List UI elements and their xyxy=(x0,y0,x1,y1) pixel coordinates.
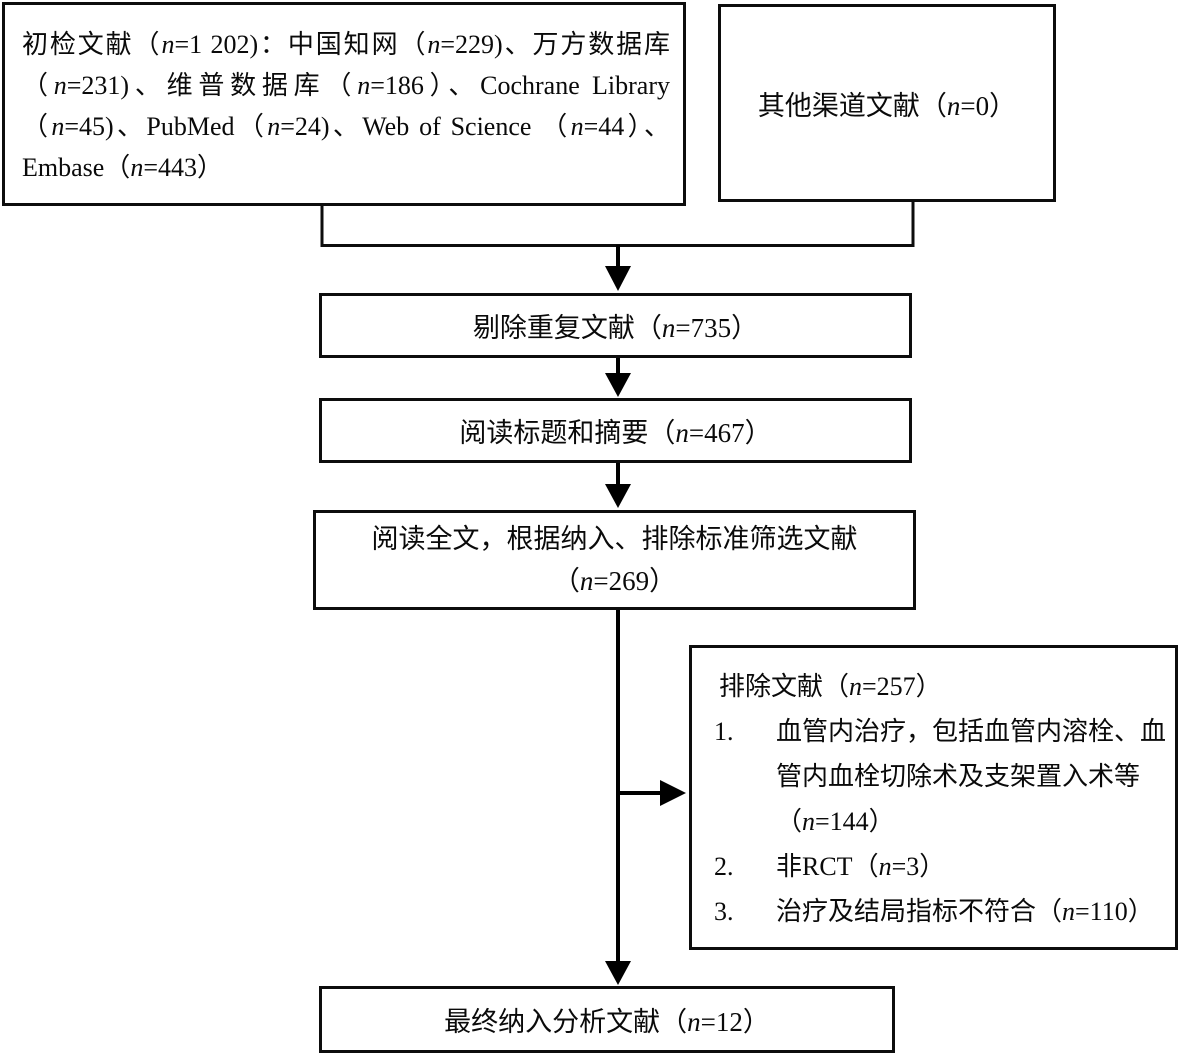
arrow-to-fulltext-box xyxy=(605,463,631,508)
initial-records-line-3: （n=45)、PubMed（n=24)、Web of Science （n=44… xyxy=(22,112,670,141)
title-abstract-label: 阅读标题和摘要（n=467） xyxy=(459,418,772,448)
initial-records-line-4: Embase（n=443） xyxy=(22,153,223,182)
duplicates-removed-label: 剔除重复文献（n=735） xyxy=(472,313,759,343)
arrow-to-excluded-box xyxy=(618,780,686,806)
fulltext-label-line-2: （n=269） xyxy=(552,566,677,596)
arrowhead-down-icon xyxy=(605,484,631,508)
excluded-item-3: 3. 治疗及结局指标不符合（n=110） xyxy=(714,889,1175,934)
arrowhead-down-icon xyxy=(605,961,631,985)
arrowhead-down-icon xyxy=(605,373,631,397)
initial-records-line-2: （n=231)、维普数据库（n=186）、Cochrane Library xyxy=(22,71,670,100)
excluded-title: 排除文献（n=257） xyxy=(719,672,942,701)
merge-connector-line xyxy=(320,202,915,247)
initial-records-line-1: 初检文献（n=1 202)：中国知网（n=229)、万方数据库 xyxy=(22,30,670,59)
box-excluded-studies: 排除文献（n=257） 1. 血管内治疗，包括血管内溶栓、血管内血栓切除术及支架… xyxy=(689,645,1178,950)
fulltext-label-line-1: 阅读全文，根据纳入、排除标准筛选文献 xyxy=(371,524,858,554)
box-initial-records: 初检文献（n=1 202)：中国知网（n=229)、万方数据库 （n=231)、… xyxy=(2,2,686,206)
box-fulltext-screening: 阅读全文，根据纳入、排除标准筛选文献 （n=269） xyxy=(313,510,916,610)
excluded-item-3-text: 治疗及结局指标不符合（n=110） xyxy=(776,897,1154,926)
box-duplicates-removed: 剔除重复文献（n=735） xyxy=(319,293,912,358)
excluded-item-2: 2. 非RCT（n=3） xyxy=(714,844,1175,889)
excluded-item-3-number: 3. xyxy=(714,897,734,926)
arrowhead-right-icon xyxy=(660,780,686,806)
box-title-abstract-screening: 阅读标题和摘要（n=467） xyxy=(319,398,912,463)
excluded-item-1-text: 血管内治疗，包括血管内溶栓、血管内血栓切除术及支架置入术等（n=144） xyxy=(776,717,1167,836)
arrow-to-title-abstract-box xyxy=(605,358,631,397)
final-included-label: 最终纳入分析文献（n=12） xyxy=(444,1007,770,1037)
excluded-item-2-number: 2. xyxy=(714,852,734,881)
arrowhead-down-icon xyxy=(605,266,631,291)
box-other-sources: 其他渠道文献（n=0） xyxy=(718,4,1056,202)
excluded-item-2-text: 非RCT（n=3） xyxy=(776,852,946,881)
excluded-item-1: 1. 血管内治疗，包括血管内溶栓、血管内血栓切除术及支架置入术等（n=144） xyxy=(714,709,1175,844)
excluded-item-1-number: 1. xyxy=(714,717,734,746)
other-sources-label: 其他渠道文献（n=0） xyxy=(757,90,1017,121)
arrow-to-duplicates-box xyxy=(605,245,631,291)
arrow-to-final-box xyxy=(605,610,631,985)
box-final-included: 最终纳入分析文献（n=12） xyxy=(319,986,895,1053)
